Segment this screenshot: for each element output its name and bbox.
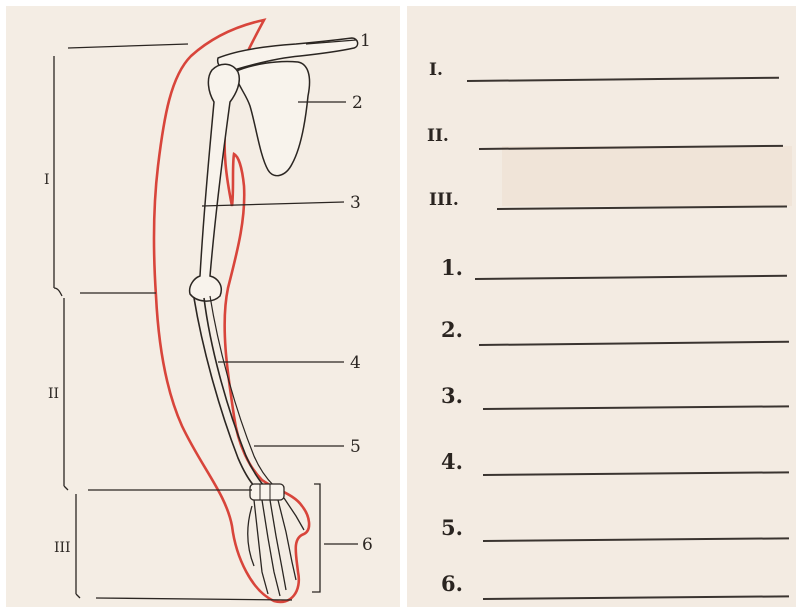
answer-line[interactable] [497,205,787,210]
answer-row[interactable]: I. [407,58,796,98]
callout-3: 3 [350,193,361,213]
answer-sheet-panel: I. II. III. 1. 2. 3. 4. 5. 6. [407,6,796,607]
callout-2: 2 [352,93,363,113]
scapula-bone [234,61,310,175]
answer-row[interactable]: 1. [407,256,796,296]
answer-row[interactable]: 5. [407,516,796,556]
carpal-bones [250,484,284,500]
region-label-I: I [44,172,50,188]
answer-line[interactable] [483,595,789,600]
answer-line[interactable] [483,537,789,542]
answer-row[interactable]: 2. [407,318,796,358]
row-label: 5. [441,516,463,540]
arm-skeleton-diagram: 1 2 3 4 5 6 I II III [6,6,400,607]
answer-line[interactable] [483,405,789,410]
callout-6: 6 [362,535,373,555]
answer-line[interactable] [467,77,779,82]
answer-line[interactable] [479,341,789,346]
answer-row[interactable]: III. [407,188,796,228]
answer-row[interactable]: 3. [407,384,796,424]
row-label: 4. [441,450,463,474]
answer-line[interactable] [479,145,783,150]
callout-1: 1 [360,31,371,51]
answer-line[interactable] [475,275,787,280]
row-label: I. [429,58,443,82]
row-label: 2. [441,318,463,342]
row-label: II. [427,124,449,148]
row-label: 6. [441,572,463,596]
radius-bone [204,298,266,488]
answer-line[interactable] [483,471,789,476]
row-label: 3. [441,384,463,408]
row-label: 1. [441,256,463,280]
callout-5: 5 [350,437,361,457]
row-label: III. [429,188,459,212]
answer-row[interactable]: 4. [407,450,796,490]
region-label-III: III [54,540,71,556]
arm-diagram-panel: 1 2 3 4 5 6 I II III [6,6,400,607]
answer-row[interactable]: II. [407,124,796,164]
region-label-II: II [48,386,59,402]
answer-row[interactable]: 6. [407,572,796,607]
callout-4: 4 [350,353,361,373]
